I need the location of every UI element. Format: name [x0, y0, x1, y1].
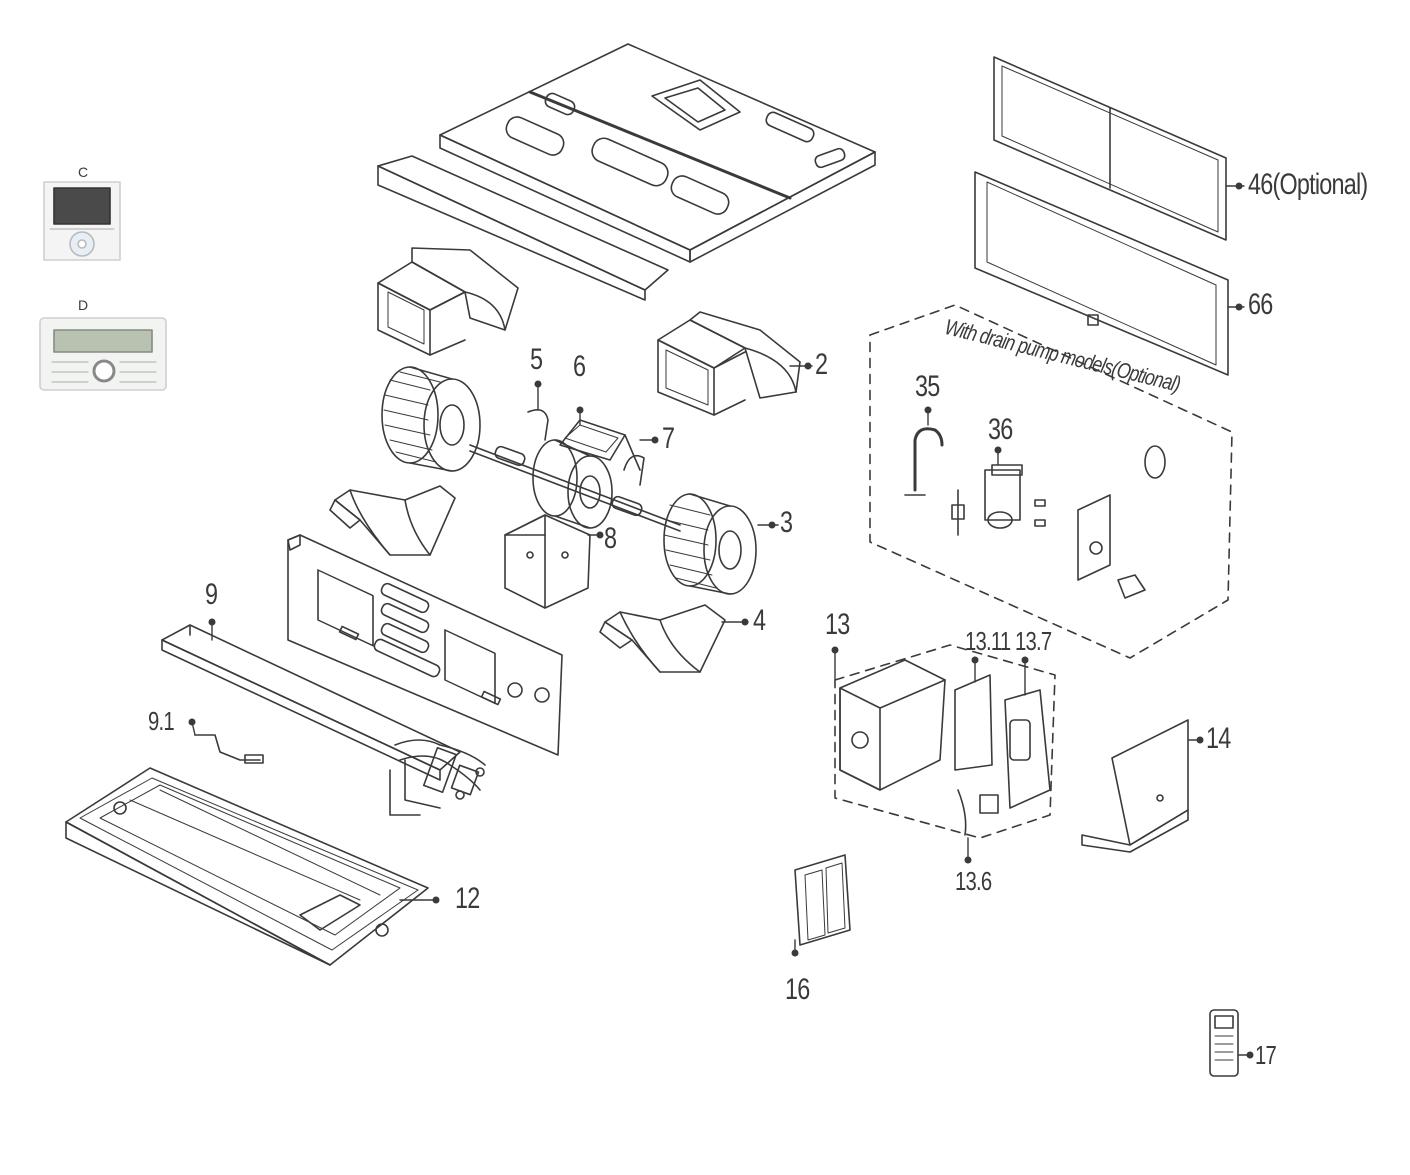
leader-lines [191, 185, 1253, 1056]
callout-8: 8 [604, 522, 617, 555]
callout-16: 16 [785, 973, 810, 1006]
callout-6: 6 [573, 350, 586, 383]
temperature-sensor [194, 734, 264, 764]
remote-controller [1209, 1009, 1239, 1077]
evaporator-coil [161, 624, 461, 781]
motor-bracket-top [559, 419, 641, 471]
callout-13: 13 [825, 608, 850, 641]
left-blower-wheel [381, 366, 481, 472]
callout-46: 46(Optional) [1248, 168, 1368, 201]
callout-9-1: 9.1 [148, 706, 175, 736]
right-scroll-lower [599, 604, 726, 673]
callout-9: 9 [205, 578, 218, 611]
fan-motor [532, 439, 613, 529]
electric-box-cover [1081, 719, 1189, 853]
callout-66: 66 [1248, 288, 1273, 321]
callout-13-7: 13.7 [1015, 626, 1052, 656]
motor-mounting-plate [504, 514, 591, 609]
clamp-7 [623, 454, 645, 486]
callout-17: 17 [1255, 1040, 1277, 1070]
drain-pan [65, 767, 429, 966]
front-strip [377, 155, 669, 301]
display-board [794, 854, 851, 946]
callout-35: 35 [915, 370, 940, 403]
top-cover-panel [439, 43, 876, 263]
filter-46 [993, 56, 1227, 241]
callout-5: 5 [530, 343, 543, 376]
callout-13-11: 13.11 [965, 626, 1011, 656]
left-scroll-lower [329, 485, 456, 556]
filter-frame-66 [974, 171, 1229, 376]
controller-d-label: D [78, 297, 89, 313]
callout-14: 14 [1206, 722, 1231, 755]
right-blower-wheel [663, 493, 757, 595]
callout-3: 3 [780, 506, 793, 539]
callout-4: 4 [753, 604, 766, 637]
controller-c-label: C [78, 164, 89, 180]
left-fan-housing-upper [377, 247, 519, 356]
leader-dots [188, 182, 1254, 1059]
front-panel [287, 534, 563, 756]
callout-7: 7 [662, 422, 675, 455]
controller-c-image [43, 181, 121, 261]
callout-36: 36 [988, 413, 1013, 446]
callout-12: 12 [455, 882, 480, 915]
evaporator-piping [389, 739, 486, 816]
drain-pump-group [869, 304, 1233, 659]
clamp-5 [527, 409, 549, 441]
controller-d-image [39, 317, 167, 391]
right-fan-housing-upper [657, 311, 801, 416]
electric-control-box [834, 644, 1056, 839]
callout-2: 2 [815, 348, 828, 381]
callout-13-6: 13.6 [955, 866, 992, 896]
